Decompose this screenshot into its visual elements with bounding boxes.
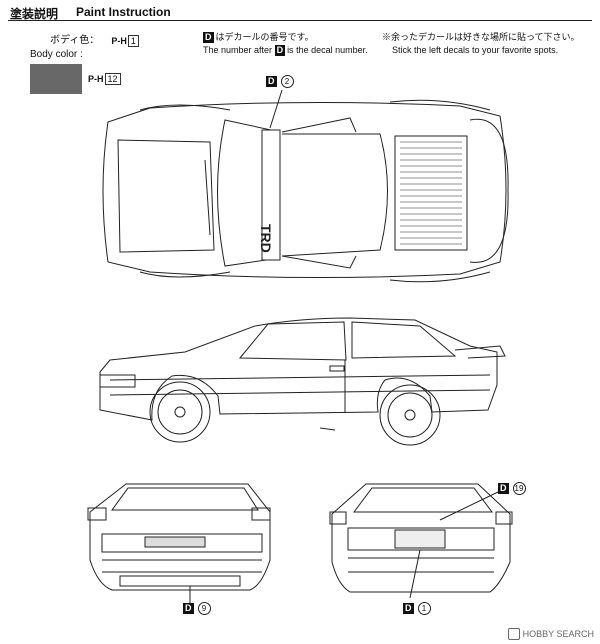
callout-rear-number: 19 — [512, 482, 526, 495]
title-jp: 塗装説明 — [10, 7, 59, 21]
paint-prefix: P-H — [111, 36, 127, 46]
callout-plate-number: 1 — [417, 602, 431, 615]
callout-top-number: 2 — [280, 75, 294, 88]
top-view-stripe-text: TRD — [258, 224, 274, 253]
leftover-decal-note: ※余ったデカールは好きな場所に貼って下さい。 Stick the left de… — [382, 31, 580, 57]
swatch-paint-number: 12 — [104, 73, 121, 85]
callout-front-decal-letter: D — [183, 603, 194, 614]
color-swatch — [30, 64, 82, 94]
body-color-section: ボディ色： P-H 1 Body color : — [30, 34, 139, 62]
title-en: Paint Instruction — [76, 5, 171, 19]
decal-note-en-b: is the decal number. — [287, 45, 368, 55]
paint-number: 1 — [127, 35, 139, 47]
watermark-text: HOBBY SEARCH — [522, 629, 594, 639]
callout-front-number: 9 — [197, 602, 211, 615]
top-view-drawing — [102, 89, 509, 283]
leftover-note-jp: ※余ったデカールは好きな場所に貼って下さい。 — [382, 32, 580, 42]
callout-front-bumper: D 9 — [183, 602, 211, 615]
callout-rear-upper: D 19 — [498, 482, 526, 495]
rear-view-drawing — [329, 483, 513, 599]
title-bar: 塗装説明 Paint Instruction — [8, 4, 592, 21]
leftover-note-en: Stick the left decals to your favorite s… — [392, 45, 559, 55]
callout-top-view: D 2 — [266, 75, 294, 88]
body-color-label-en: Body color : — [30, 49, 83, 60]
decal-letter-box-2: D — [274, 45, 286, 57]
swatch-paint-prefix: P-H — [88, 74, 104, 84]
callout-plate-decal-letter: D — [403, 603, 414, 614]
callout-rear-plate: D 1 — [403, 602, 431, 615]
swatch-code: P-H 12 — [88, 73, 121, 85]
hobby-search-icon — [507, 628, 520, 640]
decal-note-en-a: The number after — [203, 45, 273, 55]
watermark: HOBBY SEARCH — [507, 628, 594, 640]
body-color-label-jp: ボディ色： — [50, 35, 100, 46]
side-view-drawing — [99, 317, 506, 446]
body-color-code: P-H 1 — [111, 34, 139, 48]
callout-top-decal-letter: D — [266, 76, 277, 87]
decal-letter-box: D — [203, 32, 214, 44]
decal-note-jp: はデカールの番号です。 — [215, 32, 314, 42]
front-view-drawing — [87, 483, 271, 604]
callout-rear-decal-letter: D — [498, 483, 509, 494]
